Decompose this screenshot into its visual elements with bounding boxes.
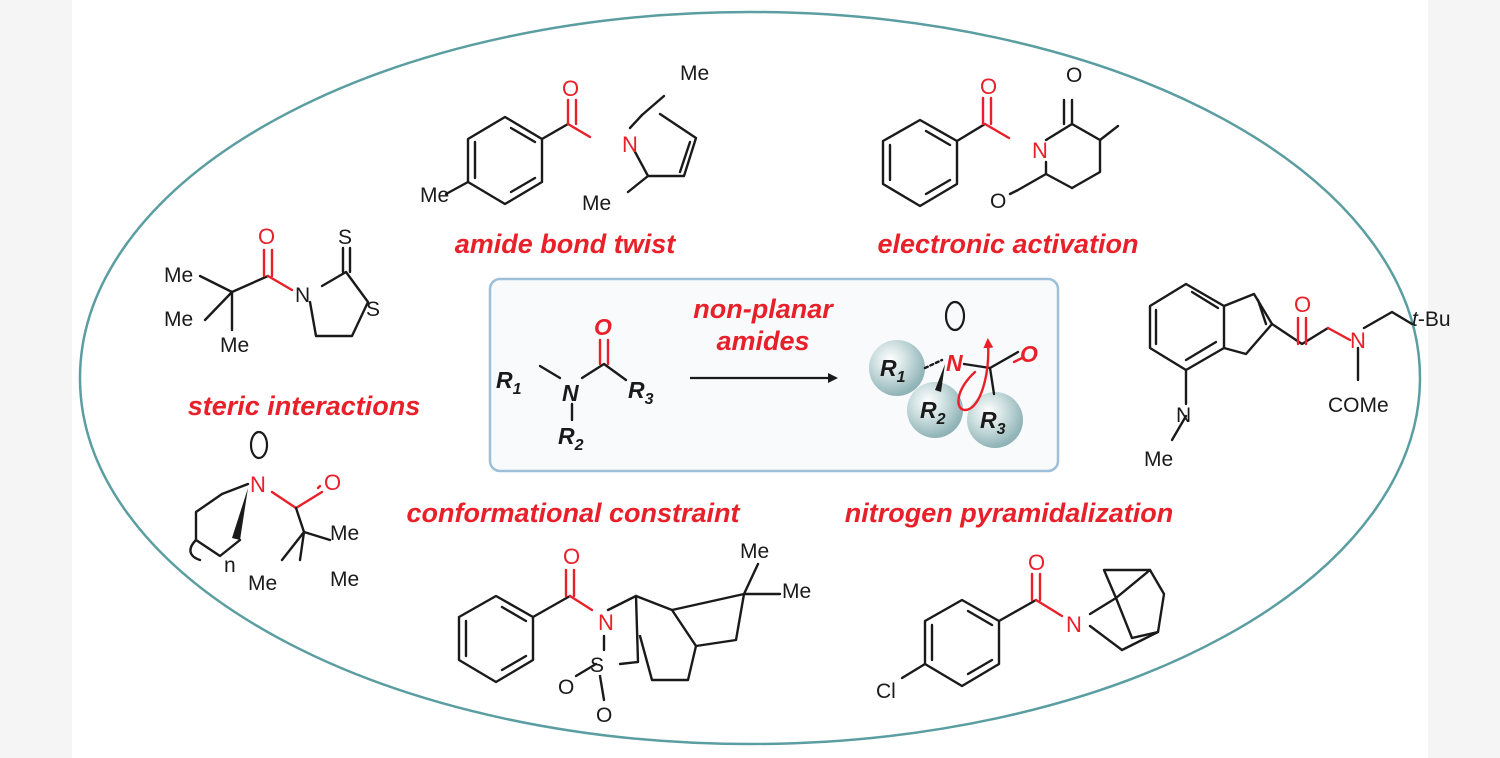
lactam-n-sub: n [224, 554, 236, 577]
azabicyclic-cl: Cl [876, 680, 896, 703]
indole-me: Me [1144, 448, 1173, 471]
caption-conformational-constraint: conformational constraint [406, 498, 740, 528]
sultam-n: N [598, 610, 614, 635]
left-r2: R2 [558, 423, 584, 454]
thiazolidine-me2: Me [164, 308, 193, 331]
glutarimide-o-bottom: O [990, 190, 1006, 213]
glutarimide-n: N [1032, 138, 1048, 163]
sultam-me1: Me [740, 540, 769, 563]
right-n: N [946, 350, 963, 376]
sultam-o2: O [596, 704, 612, 727]
sphere-r1 [869, 340, 925, 396]
right-r1: R1 [880, 355, 906, 386]
right-band [1428, 0, 1500, 758]
left-band [0, 0, 72, 758]
pyrrole-me-bottom: Me [582, 192, 611, 215]
lactam-me2-right: Me [330, 568, 359, 591]
lactam-me2: Me [248, 572, 277, 595]
lactam-n: N [250, 472, 266, 497]
molecule-sultam: O N S O O Me Me [457, 540, 811, 727]
thiazolidine-s-ring: S [366, 298, 380, 321]
pyramidal-amide: N O R1 R2 R3 [869, 300, 1038, 448]
thiazolidine-me3: Me [220, 334, 249, 357]
glutarimide-o-top: O [1066, 64, 1082, 87]
sultam-s: S [590, 654, 604, 677]
pyrrole-me-top: Me [680, 62, 709, 85]
lone-pair-icon [944, 300, 966, 332]
lactam-me1: Me [330, 522, 359, 545]
right-r2: R2 [920, 397, 946, 428]
pyrrole-o: O [562, 76, 579, 101]
indole-tbu: t-Bu [1412, 308, 1451, 331]
caption-nitrogen-pyramidalization: nitrogen pyramidalization [845, 498, 1174, 528]
left-r3: R3 [628, 377, 654, 408]
central-scheme: R1 N O R2 R3 non-planar amides N O R1 R2 [488, 277, 1060, 473]
arrow-label-line2: amides [716, 326, 809, 356]
left-o: O [594, 314, 612, 340]
molecule-indole-amide: O N t-Bu COMe N Me [1144, 282, 1451, 471]
indole-amide-n: N [1350, 328, 1366, 353]
caption-amide-bond-twist: amide bond twist [455, 229, 677, 259]
thiazolidine-me1: Me [164, 264, 193, 287]
right-o: O [1020, 341, 1038, 367]
molecule-pyrrole-amide: O N Me Me Me [420, 62, 709, 215]
sphere-r2 [907, 382, 963, 438]
caption-steric-interactions: steric interactions [188, 391, 421, 421]
molecule-glutarimide: O N O O [881, 64, 1120, 213]
sphere-r3 [967, 392, 1023, 448]
lactam-lone-pair-icon [249, 430, 269, 460]
indole-amide-o: O [1294, 292, 1311, 317]
molecule-bridged-lactam: N O Me Me Me n [189, 430, 359, 595]
thiazolidine-n: N [295, 284, 310, 307]
lactam-o: O [324, 470, 341, 495]
thiazolidine-s-thione: S [338, 226, 352, 249]
planar-amide: R1 N O R2 R3 [496, 314, 654, 454]
arrow-label-line1: non-planar [693, 294, 834, 324]
indole-come: COMe [1328, 394, 1389, 417]
pyrrole-n: N [622, 132, 638, 157]
molecule-thiazolidinethione: O N S S Me Me Me [164, 224, 380, 357]
azabicyclic-n: N [1066, 612, 1082, 637]
right-r3: R3 [980, 407, 1006, 438]
left-n: N [562, 380, 579, 406]
glutarimide-o: O [980, 74, 997, 99]
thiazolidine-o: O [258, 224, 275, 249]
indole-n: N [1176, 404, 1191, 427]
sultam-o: O [563, 544, 580, 569]
molecule-azabicyclic: O N Cl [876, 550, 1166, 703]
pyrrole-me-para: Me [420, 184, 449, 207]
caption-electronic-activation: electronic activation [877, 229, 1138, 259]
left-r1: R1 [496, 367, 522, 398]
sultam-me2: Me [782, 580, 811, 603]
sultam-o1: O [558, 676, 574, 699]
azabicyclic-o: O [1028, 550, 1045, 575]
